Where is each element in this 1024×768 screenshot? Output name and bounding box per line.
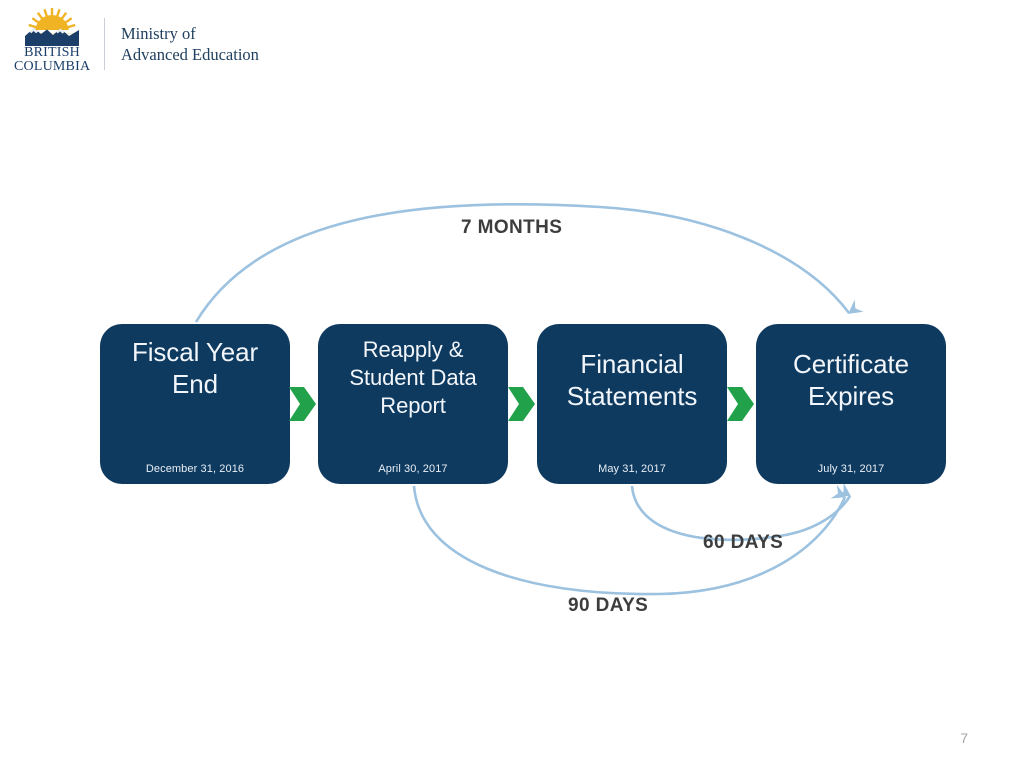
- chevron-right-icon: [508, 387, 536, 421]
- process-box-title: Financial Statements: [566, 349, 698, 412]
- chevron-right-icon: [289, 387, 317, 421]
- bc-sun-mountains-logo-icon: BRITISH COLUMBIA: [14, 6, 90, 78]
- process-box-title: Certificate Expires: [793, 349, 909, 412]
- process-box-date: July 31, 2017: [817, 463, 885, 475]
- ministry-line-2: Advanced Education: [121, 45, 259, 64]
- process-box-date: December 31, 2016: [145, 463, 245, 475]
- bc-wordmark: BRITISH COLUMBIA: [14, 45, 91, 75]
- process-box-certificate-expires[interactable]: Certificate Expires July 31, 2017: [756, 324, 946, 484]
- curve-label-sixty-days: 60 DAYS: [703, 532, 784, 553]
- curve-label-ninety-days: 90 DAYS: [568, 595, 649, 616]
- chevron-right-icon: [727, 387, 755, 421]
- slide-page-number: 7: [960, 730, 968, 746]
- process-box-title: Fiscal Year End: [131, 337, 259, 400]
- process-box-reapply-student-data-report[interactable]: Reapply & Student Data Report April 30, …: [318, 324, 508, 484]
- logo-divider: [104, 18, 105, 70]
- ministry-line-1: Ministry of: [121, 23, 196, 43]
- bc-wordmark-line-1: BRITISH: [24, 45, 80, 60]
- bc-wordmark-line-2: COLUMBIA: [14, 59, 91, 75]
- process-box-fiscal-year-end[interactable]: Fiscal Year End December 31, 2016: [100, 324, 290, 484]
- process-box-title: Reapply & Student Data Report: [349, 337, 477, 419]
- ministry-name: Ministry of Advanced Education: [121, 23, 259, 65]
- bc-government-logo-block: BRITISH COLUMBIA Ministry of Advanced Ed…: [14, 6, 259, 78]
- process-box-date: May 31, 2017: [598, 463, 666, 475]
- curve-label-seven-months: 7 MONTHS: [461, 217, 563, 238]
- process-box-financial-statements[interactable]: Financial Statements May 31, 2017: [537, 324, 727, 484]
- process-box-date: April 30, 2017: [378, 463, 448, 475]
